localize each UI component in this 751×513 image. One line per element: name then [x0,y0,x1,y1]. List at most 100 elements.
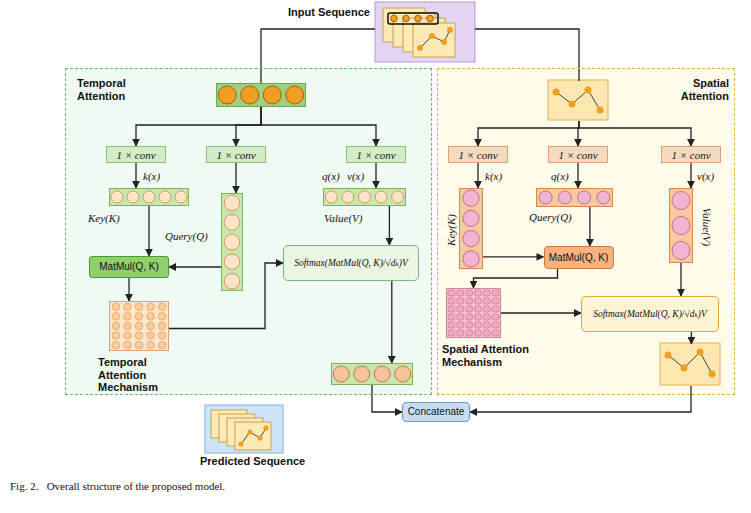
grid-cell [475,290,482,296]
connector [135,163,136,188]
grid-cell [147,341,155,349]
grid-cell [112,341,120,349]
connector [478,121,579,146]
node-label: k(x) [143,170,160,183]
grid-cell [448,330,455,336]
grid-cell [112,303,120,311]
graph-box [661,344,721,386]
vector: v(x)Value(V) [669,188,693,263]
input-sequence-art [441,39,447,45]
node-label: 1 × conv [216,148,255,161]
vector-cell [354,366,370,382]
vector: q(x)Query(Q) [536,188,613,207]
circle-pattern [332,364,412,384]
node-label: Query(Q) [165,230,208,243]
graph-icon [681,365,688,372]
connector [389,206,390,245]
vector-cell [224,273,240,289]
grid-cell [492,314,499,320]
grid-cell [492,298,499,304]
vector-cell [672,192,690,210]
image-box: Input Sequence [375,2,475,62]
predicted-sequence-art [205,405,283,453]
node-label: 1 × conv [671,148,710,161]
attention-grid: Spatial Attention Mechanism [446,288,501,338]
vector-cell [597,191,610,204]
vector-cell [342,191,354,203]
region-fill [437,68,735,395]
input-sequence-art [375,2,475,62]
vector-cell [463,231,479,247]
grid-cell [135,341,143,349]
grid-cell [158,313,166,321]
grid-cell [466,314,473,320]
grid-cell [475,314,482,320]
grid-cell [448,314,455,320]
connector [375,163,376,188]
vector-cell [224,215,240,231]
predicted-sequence-art [241,428,266,444]
circle-pattern [537,189,612,206]
connector [577,163,578,188]
vector-cell [333,366,349,382]
connector [261,29,375,83]
node-label: k(x) [485,170,502,183]
vector [216,83,306,107]
node-label: 1 × conv [558,148,597,161]
grid-cell [492,306,499,312]
input-sequence-art [388,13,438,24]
grid-cell [158,303,166,311]
vector-cell [392,191,404,203]
predicted-sequence-art [205,405,283,453]
grid-cell [158,322,166,330]
graph-icon [569,101,576,108]
conv-box: 1 × conv [106,146,166,163]
vector-cell [143,191,155,203]
softmax-box: Softmax(MatMul(Q, K)/√dₖ)V [581,296,719,332]
vector-cell [286,86,304,104]
grid-cell [135,313,143,321]
grid-cell [475,298,482,304]
vector-cell [374,366,390,382]
node-label: Temporal Attention [77,77,139,102]
vector-cell [578,191,591,204]
region: Temporal Attention1 × conv1 × conv1 × co… [65,68,432,395]
connector [372,385,402,412]
input-sequence-art [415,15,422,22]
grid-cell [124,303,132,311]
vector-cell [175,191,187,203]
graph-icon [548,80,608,120]
node-label: 1 × conv [458,148,497,161]
vector-cell [375,191,387,203]
node-label: Key(K) [445,214,458,246]
grid-cell [457,298,464,304]
grid-cell [158,332,166,340]
grid-cell [112,313,120,321]
grid-cell [466,322,473,328]
circle-pattern [324,189,405,205]
connector [169,266,221,267]
caption: Fig. 2. Overall structure of the propose… [10,480,225,492]
input-sequence-art [427,15,434,22]
vector-cell [159,191,171,203]
grid-cell [492,322,499,328]
grid-cell [448,322,455,328]
connector [475,29,579,81]
grid-cell [483,306,490,312]
graph-icon [709,371,716,378]
node-label: Query(Q) [529,211,572,224]
connector [128,278,129,301]
matmul-box: MatMul(Q, K) [544,246,614,269]
circle-pattern [110,189,188,205]
vector-cell [463,210,479,226]
vector: k(x)Key(K) [459,188,483,269]
connector [589,207,590,246]
grid-cell [466,298,473,304]
graph-icon [665,352,672,359]
grid-cell [483,314,490,320]
grid-cell [483,322,490,328]
input-sequence-art [447,27,453,33]
connector [477,163,478,188]
connector [474,269,558,288]
grid-cell [158,341,166,349]
